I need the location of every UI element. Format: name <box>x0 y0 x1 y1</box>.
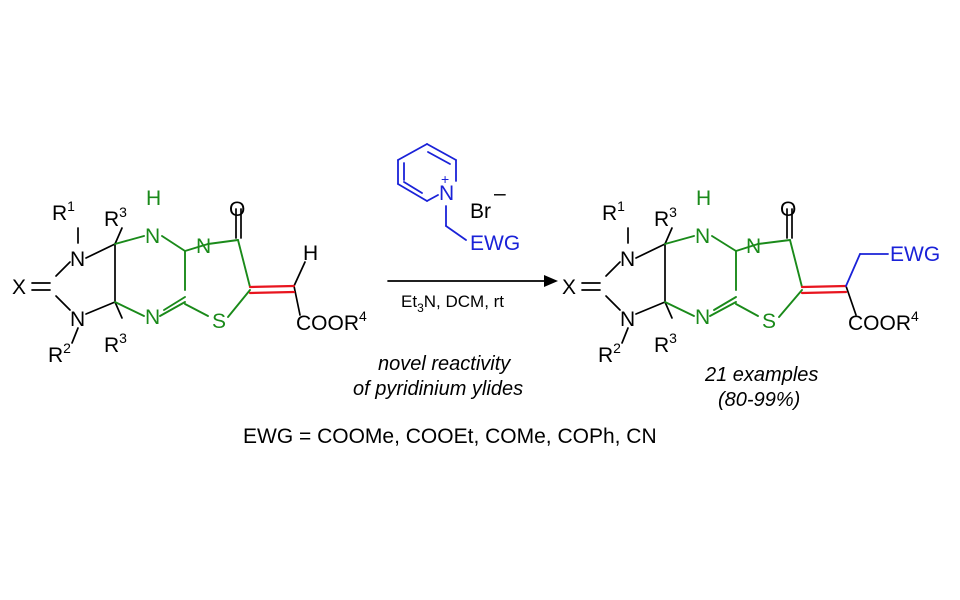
pr-bridge-n: N <box>746 235 761 258</box>
sm-red-double-bond <box>248 284 296 295</box>
sm-r1-label: R1 <box>52 198 75 225</box>
sm-r3-upper-label: R3 <box>104 204 127 231</box>
note-line-1: novel reactivity <box>378 353 511 375</box>
sm-nh-n: N <box>145 225 160 248</box>
sm-x-label: X <box>12 276 26 299</box>
pr-nh-n: N <box>695 225 710 248</box>
reaction-conditions: Et3N, DCM, rt <box>401 292 504 315</box>
pr-carbonyl-o: O <box>780 198 796 221</box>
pr-r2-label: R2 <box>598 340 621 367</box>
bromide-label: Br <box>470 200 491 223</box>
sm-nh-h: H <box>146 187 161 210</box>
sm-ring-s: S <box>212 310 226 333</box>
pr-n-lower: N <box>620 308 635 331</box>
starting-material: R1 N R3 H N N O H X N N S COOR4 R2 R3 <box>12 187 367 367</box>
sm-r3-lower-label: R3 <box>104 330 127 357</box>
sm-n-upper: N <box>70 248 85 271</box>
pr-blue-bonds <box>845 253 889 287</box>
yield-range: (80-99%) <box>718 389 800 411</box>
pr-n-upper: N <box>620 248 635 271</box>
pr-green-bonds <box>664 235 803 318</box>
reagent-ewg-label: EWG <box>470 232 520 255</box>
pr-nh-h: H <box>696 187 711 210</box>
pr-ewg-label: EWG <box>890 243 940 266</box>
pyridinium-reagent: N + Br – EWG <box>397 143 520 255</box>
ewg-definition: EWG = COOMe, COOEt, COMe, COPh, CN <box>243 425 657 448</box>
pr-r3-lower-label: R3 <box>654 330 677 357</box>
sm-carbonyl-o: O <box>229 198 245 221</box>
pr-black-bonds <box>581 208 857 344</box>
pyridinium-plus-charge: + <box>441 171 449 187</box>
sm-coor4-label: COOR4 <box>296 308 367 335</box>
pyridinium-n: N <box>439 182 454 205</box>
product: R1 N R3 H N N O EWG X N N S COOR4 R2 R3 <box>562 187 940 367</box>
sm-black-bonds <box>31 208 306 344</box>
sm-n-lower: N <box>70 308 85 331</box>
note-line-2: of pyridinium ylides <box>353 378 523 400</box>
pyridine-ring <box>397 143 467 241</box>
bromide-minus-charge: – <box>494 182 506 205</box>
sm-r2-label: R2 <box>48 340 71 367</box>
sm-ring-n: N <box>145 306 160 329</box>
sm-bridge-n: N <box>196 235 211 258</box>
pr-red-double-bond <box>800 284 848 295</box>
pr-ring-n: N <box>695 306 710 329</box>
pr-ring-s: S <box>762 310 776 333</box>
examples-count: 21 examples <box>704 364 818 386</box>
pr-r3-upper-label: R3 <box>654 204 677 231</box>
pr-coor4-label: COOR4 <box>848 308 919 335</box>
sm-vinyl-h: H <box>303 242 318 265</box>
sm-green-bonds <box>114 235 251 318</box>
reaction-arrow <box>387 275 558 287</box>
pr-x-label: X <box>562 276 576 299</box>
pr-r1-label: R1 <box>602 198 625 225</box>
